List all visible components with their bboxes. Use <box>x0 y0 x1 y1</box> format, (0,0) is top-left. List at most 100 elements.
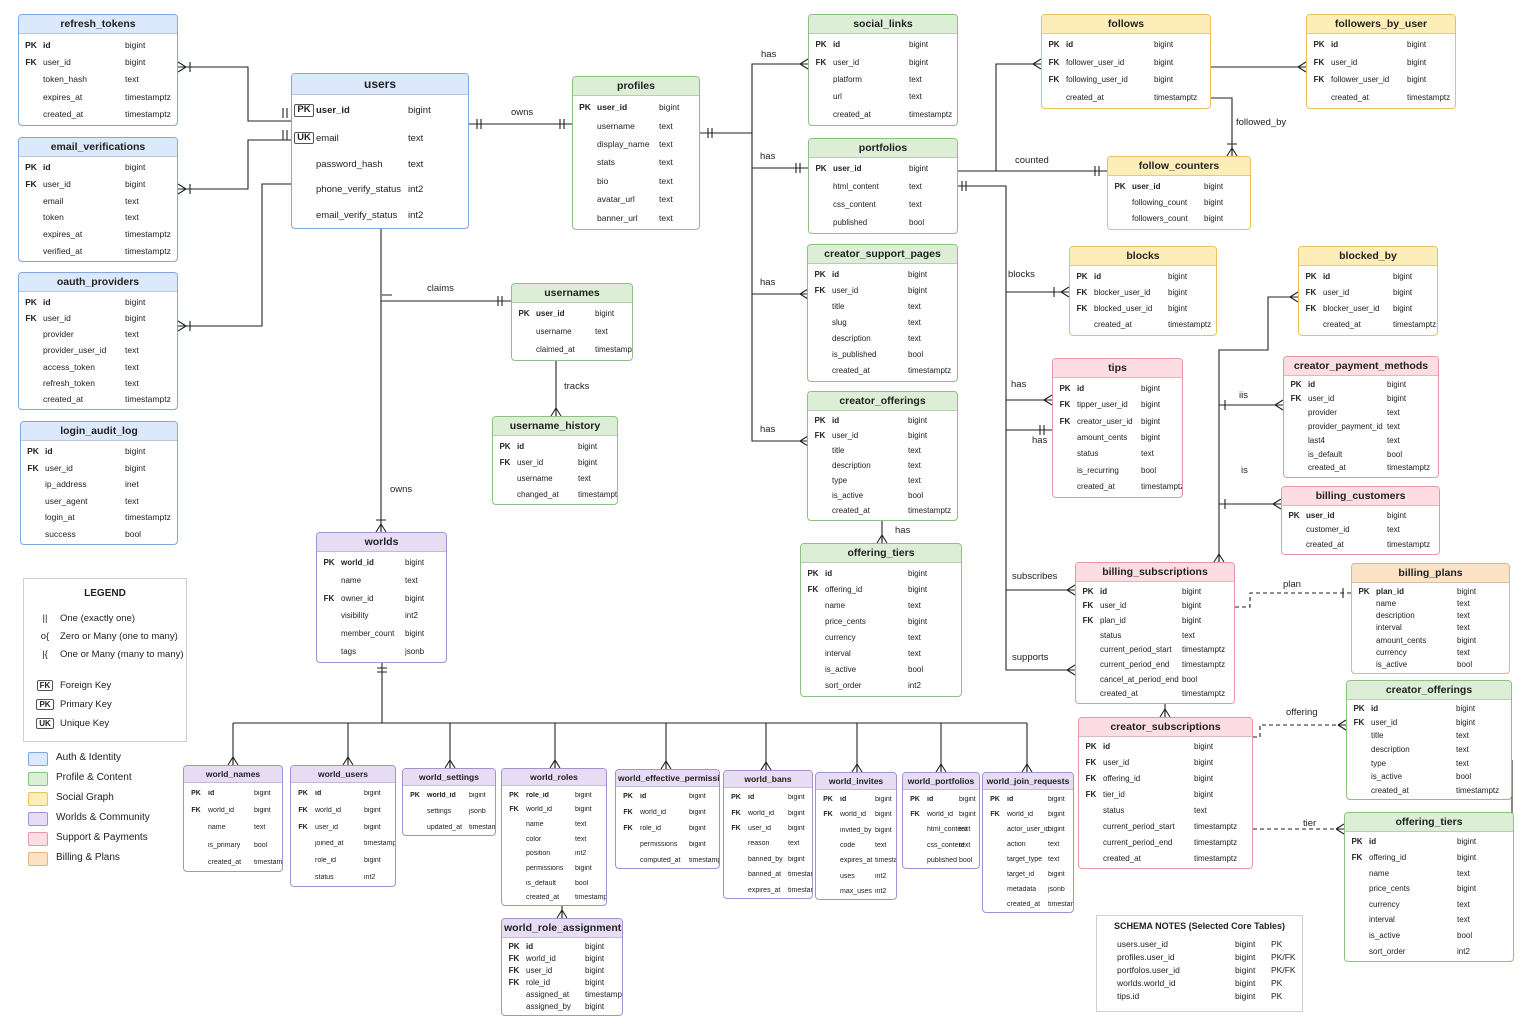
field-name: world_id <box>315 806 342 814</box>
field-name: is_active <box>825 665 857 675</box>
field-name: role_id <box>640 824 662 832</box>
field-name: html_content <box>833 182 879 192</box>
color-swatch <box>28 752 48 766</box>
field-name: changed_at <box>517 489 559 499</box>
field-name: access_token <box>43 361 95 372</box>
field-type: timestamptz <box>689 856 719 864</box>
field-type: bigint <box>689 824 706 832</box>
key-badge: UK <box>294 131 314 145</box>
key-badge: FK <box>1076 287 1088 297</box>
field-name: created_at <box>833 109 871 119</box>
field-type: timestamptz <box>909 109 953 119</box>
field-type: timestamptz <box>1194 821 1238 831</box>
key-badge: PK <box>1351 837 1363 847</box>
key-badge: FK <box>1085 758 1097 768</box>
field-name: id <box>748 794 755 802</box>
field-type: bigint <box>408 105 431 117</box>
field-type: bigint <box>364 857 381 865</box>
field-type: bigint <box>1456 704 1476 714</box>
field-type: bigint <box>1168 304 1188 314</box>
entity-world-effective-permissions[interactable]: world_effective_permissionsPKidbigintFKw… <box>615 769 720 869</box>
field-type: text <box>909 199 922 209</box>
field-name: blocker_user_id <box>1094 287 1151 297</box>
field-name: expires_at <box>840 857 873 865</box>
field-type: bigint <box>959 796 976 804</box>
key-badge: PK <box>499 441 511 451</box>
field-type: bigint <box>1154 40 1174 50</box>
field-type: text <box>125 345 139 356</box>
note-key: PK <box>1271 939 1283 949</box>
key-badge: FK <box>323 593 335 603</box>
field-type: jsonb <box>469 807 486 815</box>
field-type: bigint <box>1457 635 1477 645</box>
field-name: is_active <box>832 491 864 500</box>
field-name: created_at <box>1371 785 1409 795</box>
field-type: timestamptz <box>1182 689 1226 699</box>
field-type: timestamptz <box>125 228 171 239</box>
field-name: reason <box>748 840 770 848</box>
relationship-line <box>1066 664 1076 676</box>
field-name: is_recurring <box>1077 465 1119 475</box>
relationship-line <box>282 108 288 140</box>
field-type: timestamptz <box>875 857 896 865</box>
